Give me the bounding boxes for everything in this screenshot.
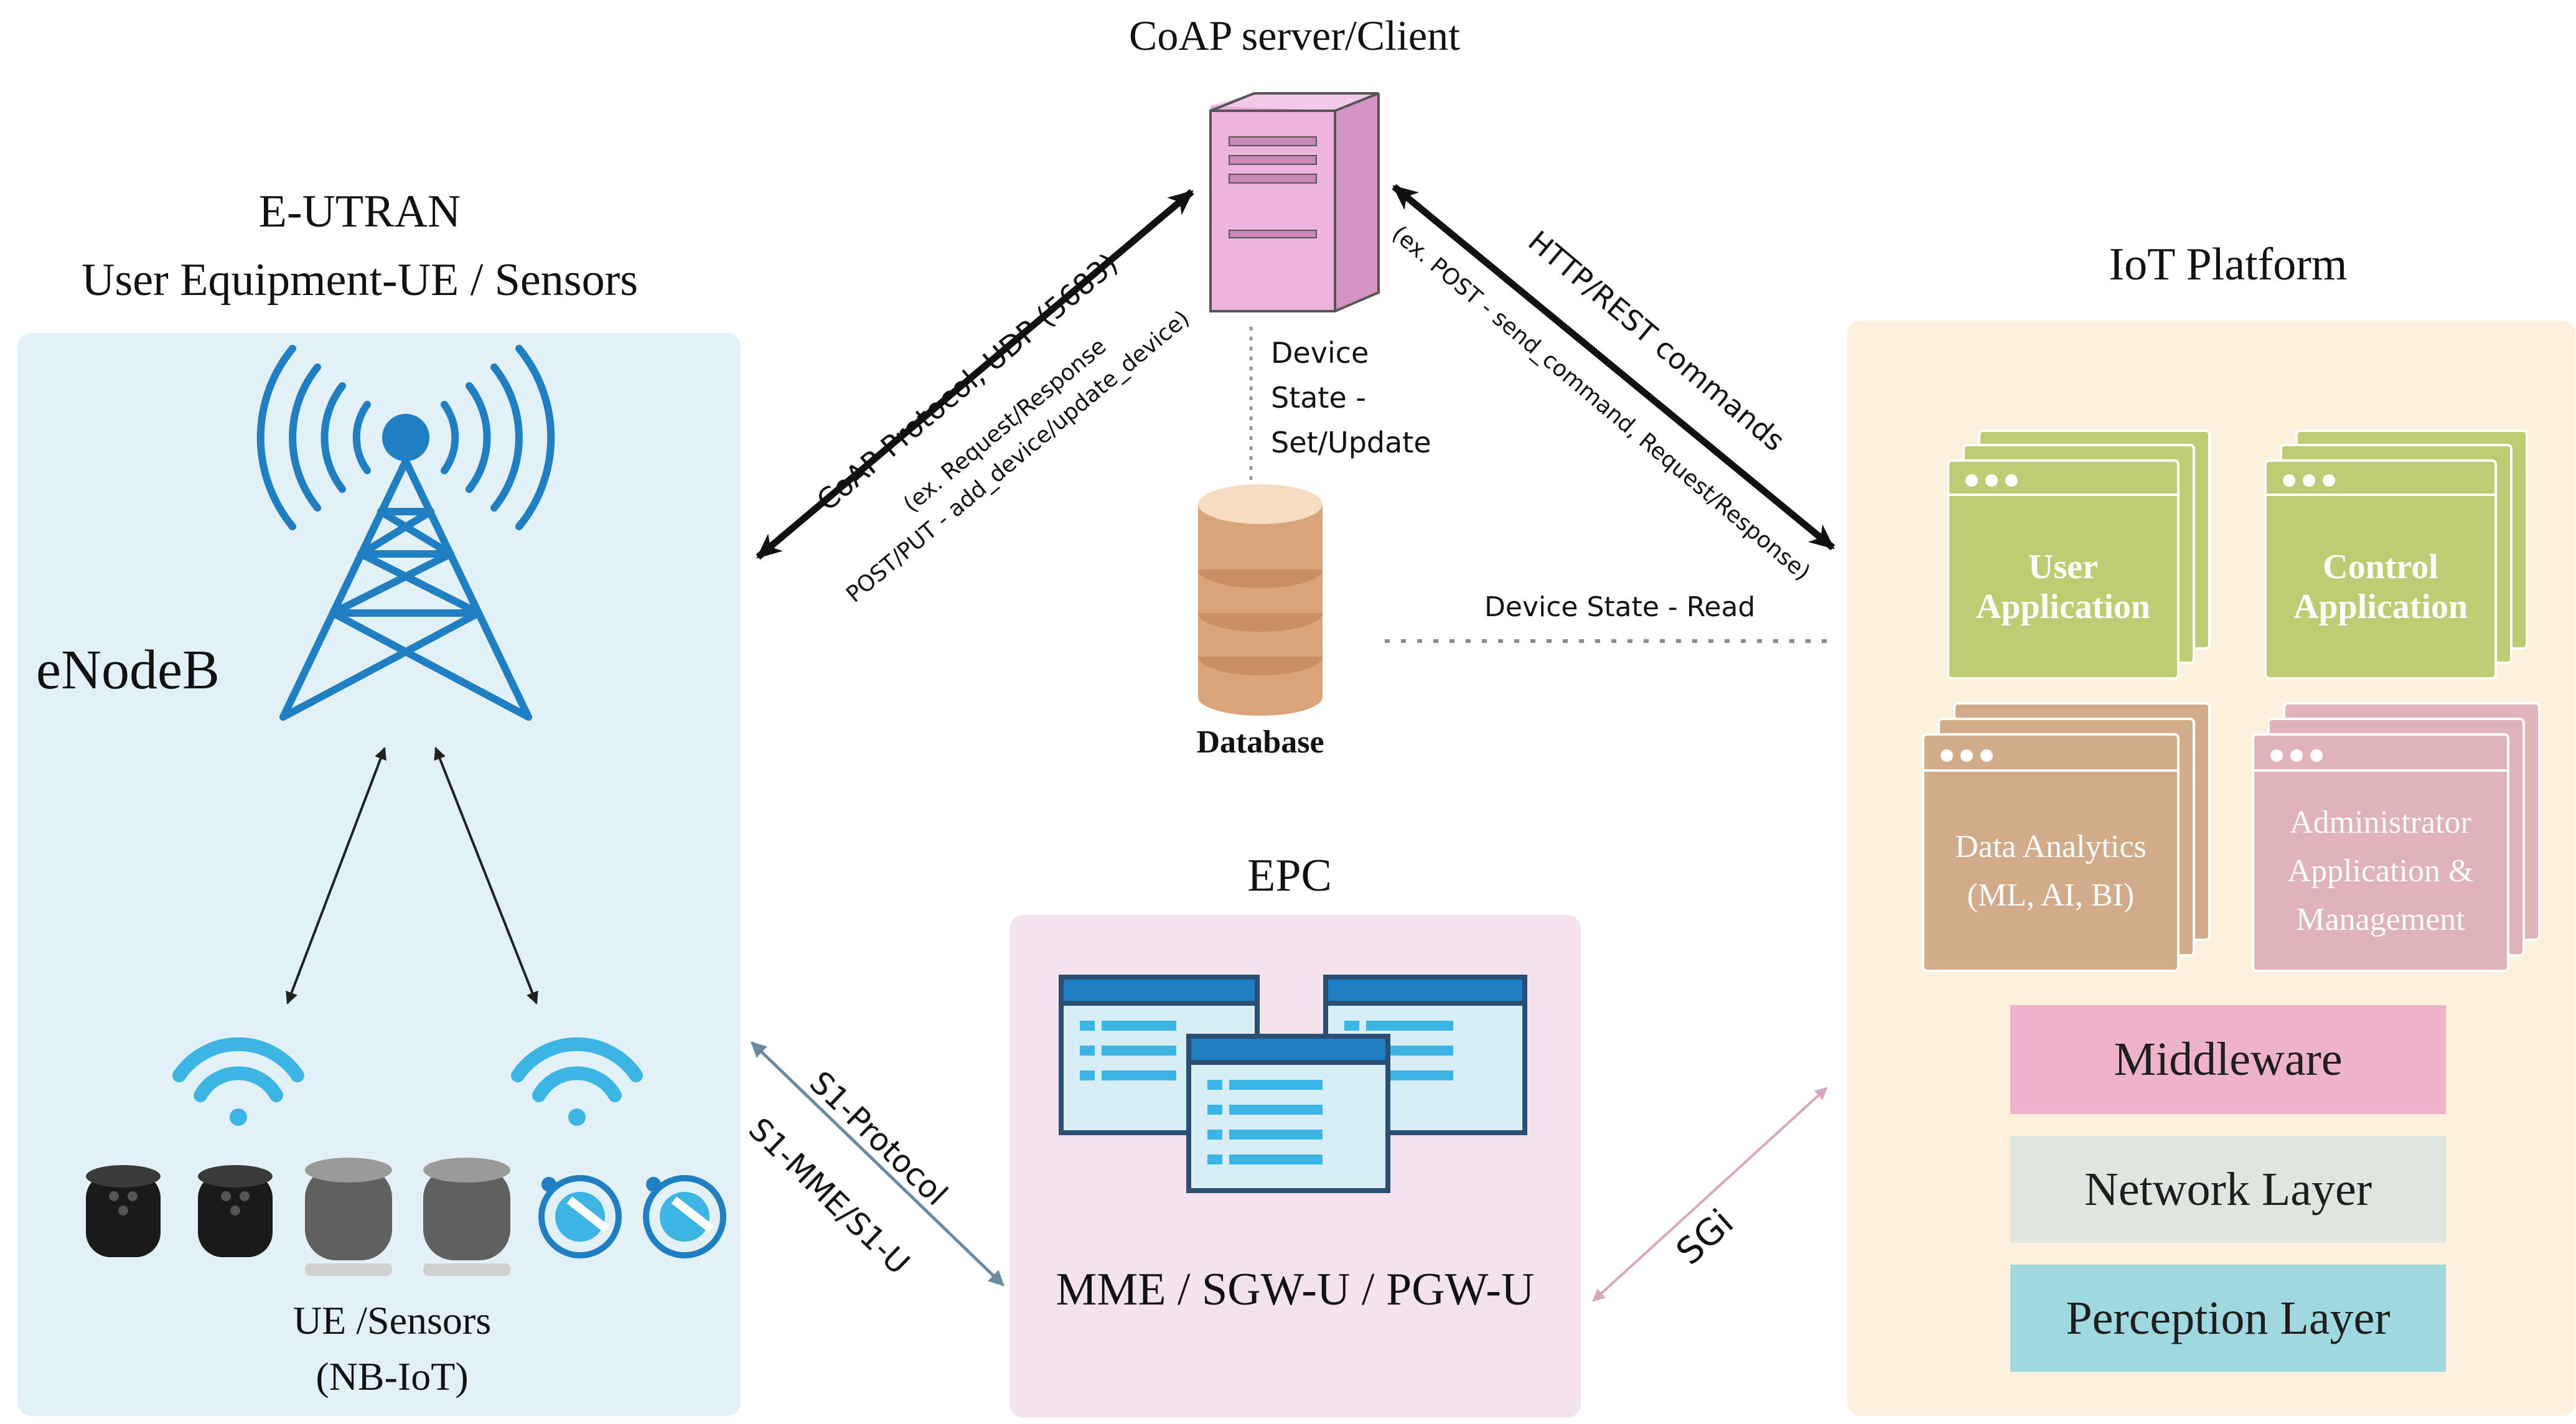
sensor-black-2-icon xyxy=(198,1165,273,1257)
sgi-link-line xyxy=(1592,1087,1828,1302)
iot-platform-title: IoT Platform xyxy=(2109,239,2348,290)
user-app-stack xyxy=(1947,429,2211,680)
coap-server-title: CoAP server/Client xyxy=(1129,12,1460,59)
data-analytics-label-1: Data Analytics xyxy=(1955,829,2147,864)
enodeb-sensor-arrow-right xyxy=(434,747,538,1005)
control-app-dots-icon xyxy=(2283,474,2335,487)
http-link-line xyxy=(1392,184,1835,551)
control-app-stack xyxy=(2264,429,2528,680)
sensor-blue-1-icon xyxy=(538,1175,622,1258)
analytics-dots-icon xyxy=(1941,749,1993,762)
eutran-subtitle: User Equipment-UE / Sensors xyxy=(81,255,639,306)
network-layer: Network Layer xyxy=(2010,1136,2446,1243)
device-state-label-1: Device xyxy=(1271,336,1369,370)
s1-link-line xyxy=(751,1041,1005,1286)
user-application-label-2: Application xyxy=(1975,587,2151,626)
wifi-icon-right xyxy=(511,1037,643,1126)
administrator-card: Administrator Application & Management xyxy=(2253,775,2508,968)
device-state-label-3: Set/Update xyxy=(1271,426,1431,459)
device-state-read-label: Device State - Read xyxy=(1484,591,1756,623)
epc-label: MME / SGW-U / PGW-U xyxy=(1056,1264,1535,1315)
coap-link-line xyxy=(756,189,1194,560)
database-icon xyxy=(1198,484,1323,716)
analytics-stack xyxy=(1922,702,2211,972)
database-label: Database xyxy=(1196,724,1324,760)
control-application-card: Control Application xyxy=(2265,498,2496,675)
administrator-label-3: Management xyxy=(2296,902,2465,937)
administrator-label-2: Application & xyxy=(2287,853,2474,889)
control-application-label-2: Application xyxy=(2293,587,2468,626)
eutran-title: E-UTRAN xyxy=(258,186,461,237)
enodeb-sensor-arrow-left xyxy=(286,747,386,1005)
sensor-blue-2-icon xyxy=(643,1175,726,1258)
enodeb-label: eNodeB xyxy=(36,639,220,701)
user-application-card: User Application xyxy=(1948,498,2178,675)
wifi-icon-left xyxy=(172,1037,304,1126)
sensor-black-1-icon xyxy=(86,1165,161,1257)
sensor-grey-2-icon xyxy=(423,1158,510,1276)
user-application-label-1: User xyxy=(2028,547,2098,586)
admin-dots-icon xyxy=(2270,749,2323,762)
epc-window-icon-2 xyxy=(1186,1034,1390,1193)
sensor-grey-1-icon xyxy=(305,1158,392,1276)
perception-layer: Perception Layer xyxy=(2010,1265,2446,1372)
control-application-label-1: Control xyxy=(2323,547,2438,586)
data-analytics-label-2: (ML, AI, BI) xyxy=(1967,878,2135,913)
ue-sensors-label: UE /Sensors xyxy=(293,1298,492,1342)
data-analytics-card: Data Analytics (ML, AI, BI) xyxy=(1923,775,2178,968)
server-icon xyxy=(1209,92,1380,312)
middleware-layer: Middleware xyxy=(2010,1005,2446,1114)
epc-title: EPC xyxy=(1247,850,1332,901)
user-app-dots-icon xyxy=(1965,474,2018,487)
enodeb-tower-icon xyxy=(256,345,555,721)
device-state-label-2: State - xyxy=(1271,381,1366,415)
nb-iot-label: (NB-IoT) xyxy=(316,1354,469,1398)
administrator-label-1: Administrator xyxy=(2290,805,2471,840)
admin-stack xyxy=(2252,702,2541,972)
